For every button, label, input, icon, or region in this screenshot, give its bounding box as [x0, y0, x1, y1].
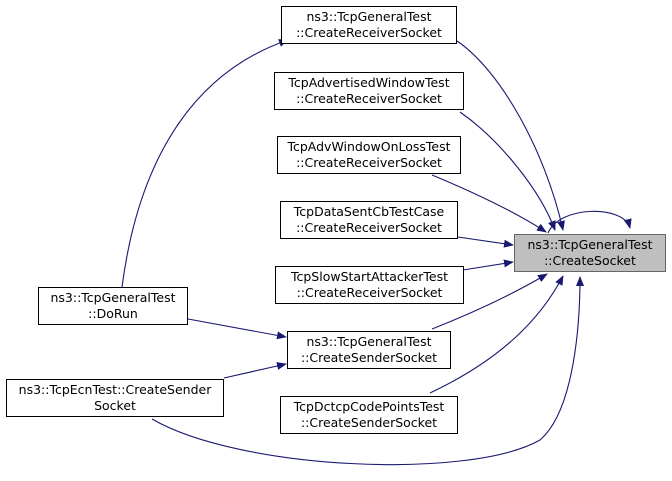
node-advertised-window-receiver-socket-line1: TcpAdvertisedWindowTest: [288, 75, 450, 90]
node-dctcp-code-points-sender-socket-line2: ::CreateSenderSocket: [300, 415, 438, 430]
node-slow-start-attacker-receiver-socket-line2: ::CreateReceiverSocket: [296, 285, 443, 300]
node-advertised-window-receiver-socket[interactable]: TcpAdvertisedWindowTest ::CreateReceiver…: [274, 72, 464, 110]
edge-general-sender-to-create-socket: [431, 273, 548, 330]
node-slow-start-attacker-receiver-socket[interactable]: TcpSlowStartAttackerTest ::CreateReceive…: [275, 266, 464, 304]
node-general-sender-socket-line1: ns3::TcpGeneralTest: [306, 334, 432, 349]
edge-ecn-sender-to-create-socket: [151, 276, 584, 466]
node-create-socket-line1: ns3::TcpGeneralTest: [527, 237, 653, 252]
node-ecn-test-sender-socket[interactable]: ns3::TcpEcnTest::CreateSender Socket: [6, 379, 224, 417]
node-ecn-test-sender-socket-line2: Socket: [94, 398, 136, 413]
node-create-socket: ns3::TcpGeneralTest ::CreateSocket: [514, 234, 666, 272]
node-general-sender-socket-line2: ::CreateSenderSocket: [300, 350, 438, 365]
edge-slow-start-attacker-to-create-socket: [462, 259, 514, 271]
node-adv-window-on-loss-receiver-socket[interactable]: TcpAdvWindowOnLossTest ::CreateReceiverS…: [277, 136, 461, 174]
edge-do-run-to-general-receiver: [121, 39, 289, 288]
edge-data-sent-cb-to-create-socket: [457, 236, 514, 248]
node-general-receiver-socket[interactable]: ns3::TcpGeneralTest ::CreateReceiverSock…: [281, 6, 457, 44]
node-data-sent-cb-receiver-socket[interactable]: TcpDataSentCbTestCase ::CreateReceiverSo…: [280, 201, 458, 239]
edge-general-receiver-to-create-socket: [456, 40, 565, 231]
edge-ecn-sender-to-general-sender: [223, 362, 287, 379]
node-data-sent-cb-receiver-socket-line2: ::CreateReceiverSocket: [296, 220, 442, 235]
node-general-sender-socket[interactable]: ns3::TcpGeneralTest ::CreateSenderSocket: [287, 331, 451, 369]
node-general-receiver-socket-line2: ::CreateReceiverSocket: [296, 25, 442, 40]
node-advertised-window-receiver-socket-line2: ::CreateReceiverSocket: [296, 91, 442, 106]
edge-create-socket-self-loop: [547, 210, 632, 234]
edge-adv-window-on-loss-to-create-socket: [431, 174, 547, 233]
node-dctcp-code-points-sender-socket-line1: TcpDctcpCodePointsTest: [293, 399, 445, 414]
node-general-do-run[interactable]: ns3::TcpGeneralTest ::DoRun: [38, 287, 188, 325]
edge-do-run-to-general-sender: [187, 318, 287, 340]
edge-dctcp-to-create-socket: [429, 275, 564, 394]
node-adv-window-on-loss-receiver-socket-line2: ::CreateReceiverSocket: [296, 155, 442, 170]
node-general-do-run-line2: ::DoRun: [88, 306, 138, 321]
node-create-socket-line2: ::CreateSocket: [544, 253, 636, 268]
node-dctcp-code-points-sender-socket[interactable]: TcpDctcpCodePointsTest ::CreateSenderSoc…: [280, 396, 458, 434]
node-slow-start-attacker-receiver-socket-line1: TcpSlowStartAttackerTest: [290, 269, 449, 284]
node-data-sent-cb-receiver-socket-line1: TcpDataSentCbTestCase: [293, 204, 445, 219]
node-general-do-run-line1: ns3::TcpGeneralTest: [50, 290, 176, 305]
node-adv-window-on-loss-receiver-socket-line1: TcpAdvWindowOnLossTest: [287, 139, 451, 154]
edge-advertised-window-to-create-socket: [459, 111, 556, 231]
node-ecn-test-sender-socket-line1: ns3::TcpEcnTest::CreateSender: [18, 382, 212, 397]
node-general-receiver-socket-line1: ns3::TcpGeneralTest: [306, 9, 432, 24]
